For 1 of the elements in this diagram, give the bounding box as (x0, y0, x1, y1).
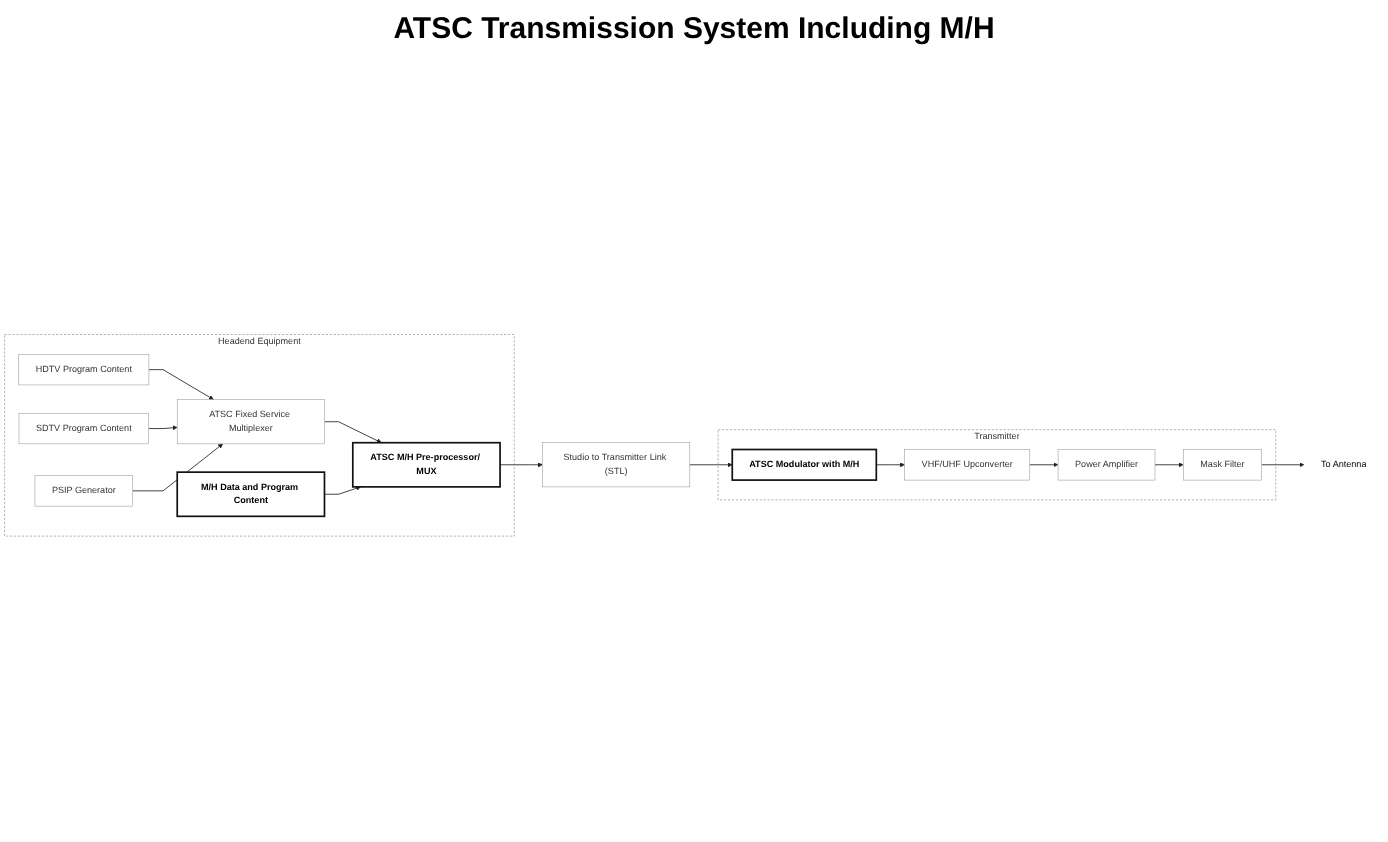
diagram-title: ATSC Transmission System Including M/H (391, 12, 997, 46)
